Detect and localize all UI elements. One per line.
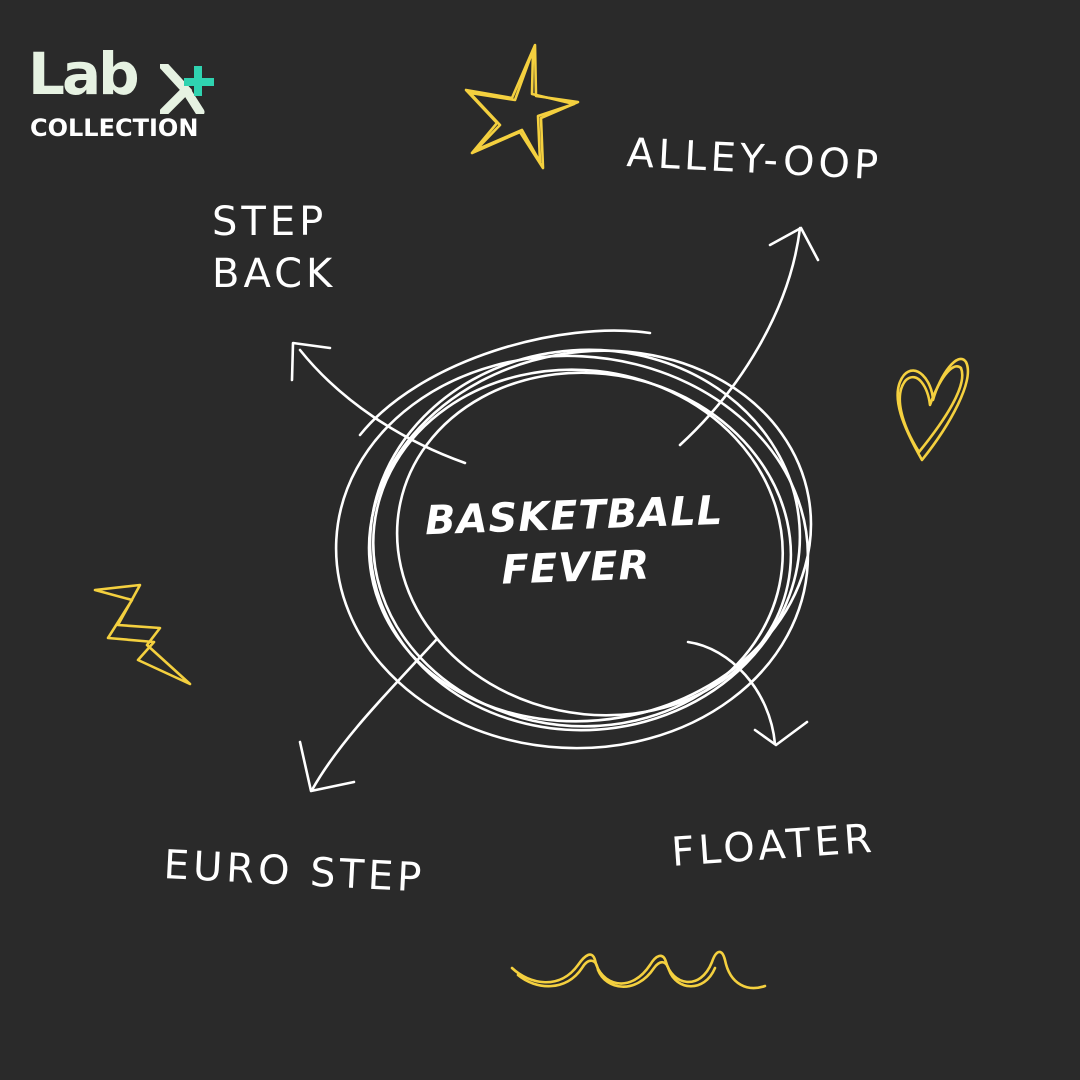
logo-wordmark: Lab <box>28 40 140 108</box>
wave-doodle-icon <box>510 950 767 990</box>
scribble-circle <box>334 329 813 750</box>
logo-subtitle: COLLECTION <box>30 114 199 142</box>
lightning-doodle-icon <box>93 583 192 686</box>
star-doodle-icon <box>464 43 580 170</box>
brand-logo: Lab COLLECTION <box>28 40 214 152</box>
arrow-icon <box>290 226 820 793</box>
poster-title: BASKETBALL FEVER <box>378 483 771 601</box>
logo-x-plus-icon <box>160 64 214 114</box>
label-step-back-line2: BACK <box>212 251 337 297</box>
label-step-back: STEP BACK <box>212 196 336 300</box>
label-step-back-line1: STEP <box>212 199 328 245</box>
heart-doodle-icon <box>896 357 970 462</box>
